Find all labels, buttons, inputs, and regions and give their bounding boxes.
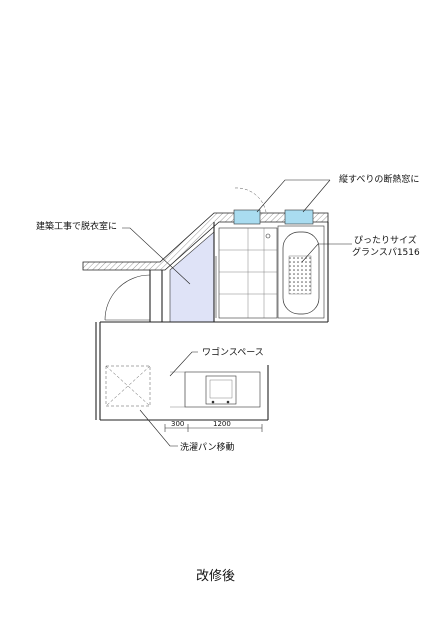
washing-pan-dashed [105, 365, 151, 407]
caption: 改修後 [196, 569, 235, 584]
label-bath-line1: ぴったりサイズ [354, 234, 417, 246]
leader-window [256, 179, 330, 213]
leader-wagon [169, 351, 198, 377]
window-left [233, 209, 261, 225]
leader-bath [301, 243, 352, 263]
bathtub [277, 225, 325, 319]
dimension-line [164, 424, 263, 432]
leader-dressing [122, 227, 191, 285]
door-swing [104, 274, 151, 321]
label-dressing: 建築工事で脱衣室に [36, 220, 117, 232]
exterior-door-swing [234, 187, 267, 213]
wagon-space [170, 371, 261, 408]
label-washpan: 洗濯パン移動 [180, 441, 234, 453]
label-wagon: ワゴンスペース [202, 346, 264, 358]
label-bath-line2: グランスパ1516 [352, 246, 420, 258]
label-window: 縦すべりの断熱窓に [339, 173, 419, 185]
dimension-1200: 1200 [213, 420, 231, 428]
leader-washpan [139, 409, 178, 447]
dimension-300: 300 [171, 420, 184, 428]
room-walls [95, 222, 329, 421]
wash-area [215, 227, 278, 319]
window-right [284, 209, 314, 225]
